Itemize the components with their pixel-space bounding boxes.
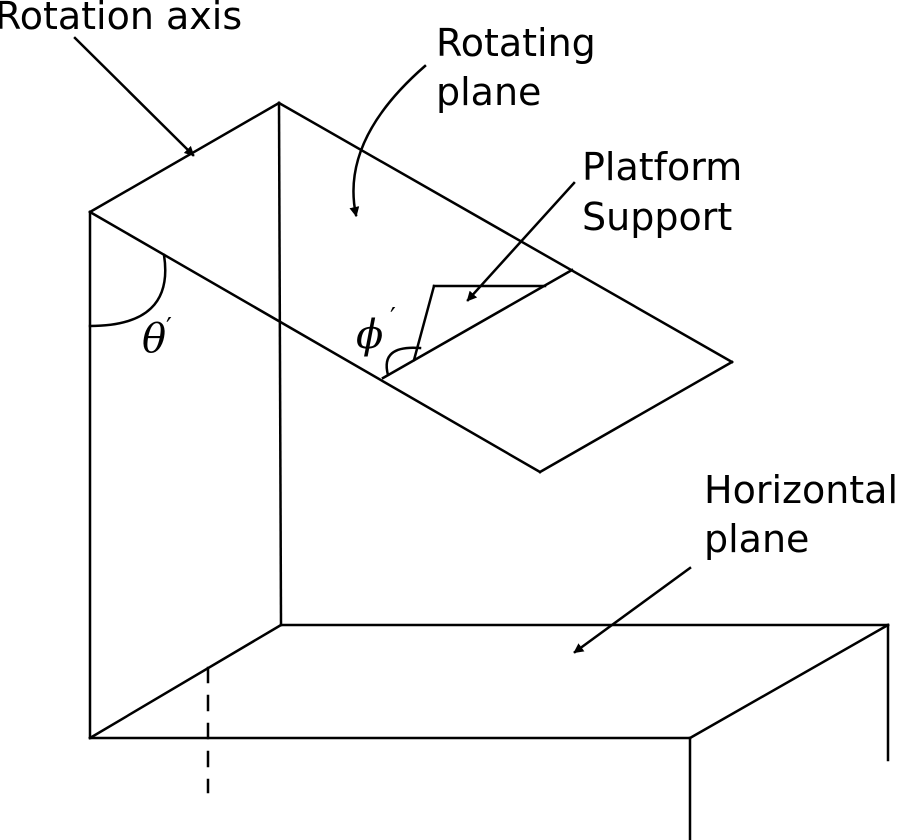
rotating-plane-label-line2: plane bbox=[436, 70, 541, 114]
horizontal-plane-label-line2: plane bbox=[704, 517, 809, 561]
horizontal-plane-outline bbox=[88, 623, 890, 840]
theta-symbol: θ bbox=[142, 316, 166, 362]
platform-support-shape bbox=[381, 268, 574, 380]
phi-arc bbox=[385, 346, 422, 377]
platform-support-label-line2: Support bbox=[582, 195, 732, 239]
horizontal-plane-label-line1: Horizontal bbox=[704, 468, 898, 512]
phi-prime: ′ bbox=[390, 303, 396, 333]
platform-support-label-line1: Platform bbox=[582, 145, 742, 189]
rotation-axis-arrow bbox=[73, 36, 195, 157]
rotation-axis-label: Rotation axis bbox=[0, 0, 242, 38]
pointer-arrows bbox=[73, 36, 692, 654]
theta-arc bbox=[88, 253, 167, 328]
vertical-plane bbox=[88, 101, 283, 740]
rotating-plane-label-line1: Rotating bbox=[436, 21, 596, 65]
theta-prime: ′ bbox=[166, 313, 172, 343]
rotating-plane-arrow bbox=[349, 64, 427, 217]
horizontal-plane-arrow bbox=[573, 566, 692, 654]
phi-symbol: ϕ bbox=[356, 312, 383, 358]
platform-support-arrow bbox=[466, 181, 576, 302]
